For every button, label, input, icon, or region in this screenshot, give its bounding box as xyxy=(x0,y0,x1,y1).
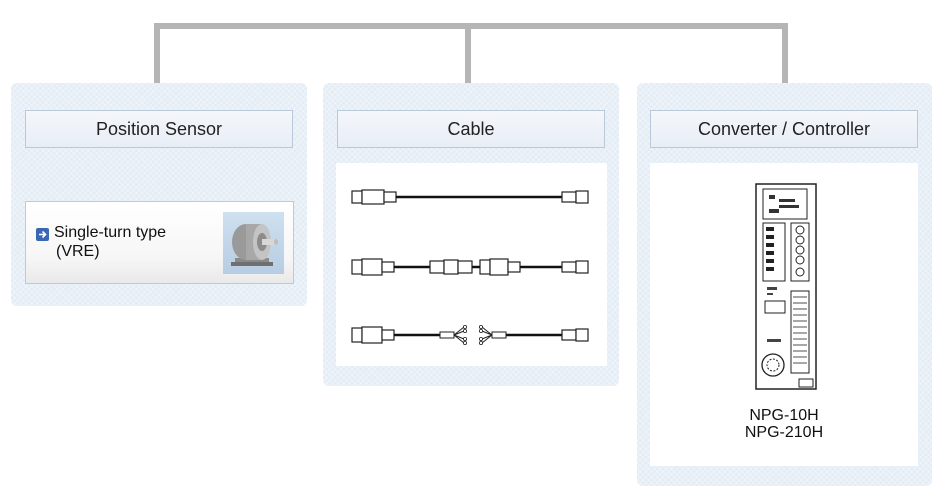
model-npg-210h: NPG-210H xyxy=(744,424,824,441)
item-subtitle: (VRE) xyxy=(56,243,100,260)
position-sensor-header: Position Sensor xyxy=(25,110,293,148)
arrow-right-icon xyxy=(36,228,49,241)
cable-content xyxy=(336,163,607,366)
cable-header: Cable xyxy=(337,110,605,148)
controller-unit-icon xyxy=(755,183,817,390)
cable-open-end-icon xyxy=(351,325,589,345)
encoder-icon xyxy=(223,212,284,274)
model-npg-10h: NPG-10H xyxy=(749,407,819,424)
controller-content: NPG-10H NPG-210H xyxy=(650,163,918,466)
connector-lines xyxy=(154,23,788,85)
cable-extension-icon xyxy=(351,258,589,276)
item-label: Single-turn type (VRE) xyxy=(54,223,166,261)
converter-controller-panel: Converter / Controller xyxy=(637,83,932,486)
item-title: Single-turn type xyxy=(54,224,167,241)
converter-controller-header: Converter / Controller xyxy=(650,110,918,148)
position-sensor-panel: Position Sensor Single-turn type (VRE) xyxy=(11,83,307,306)
cable-straight-icon xyxy=(351,189,589,205)
cable-panel: Cable xyxy=(323,83,619,386)
single-turn-type-item[interactable]: Single-turn type (VRE) xyxy=(25,201,294,284)
